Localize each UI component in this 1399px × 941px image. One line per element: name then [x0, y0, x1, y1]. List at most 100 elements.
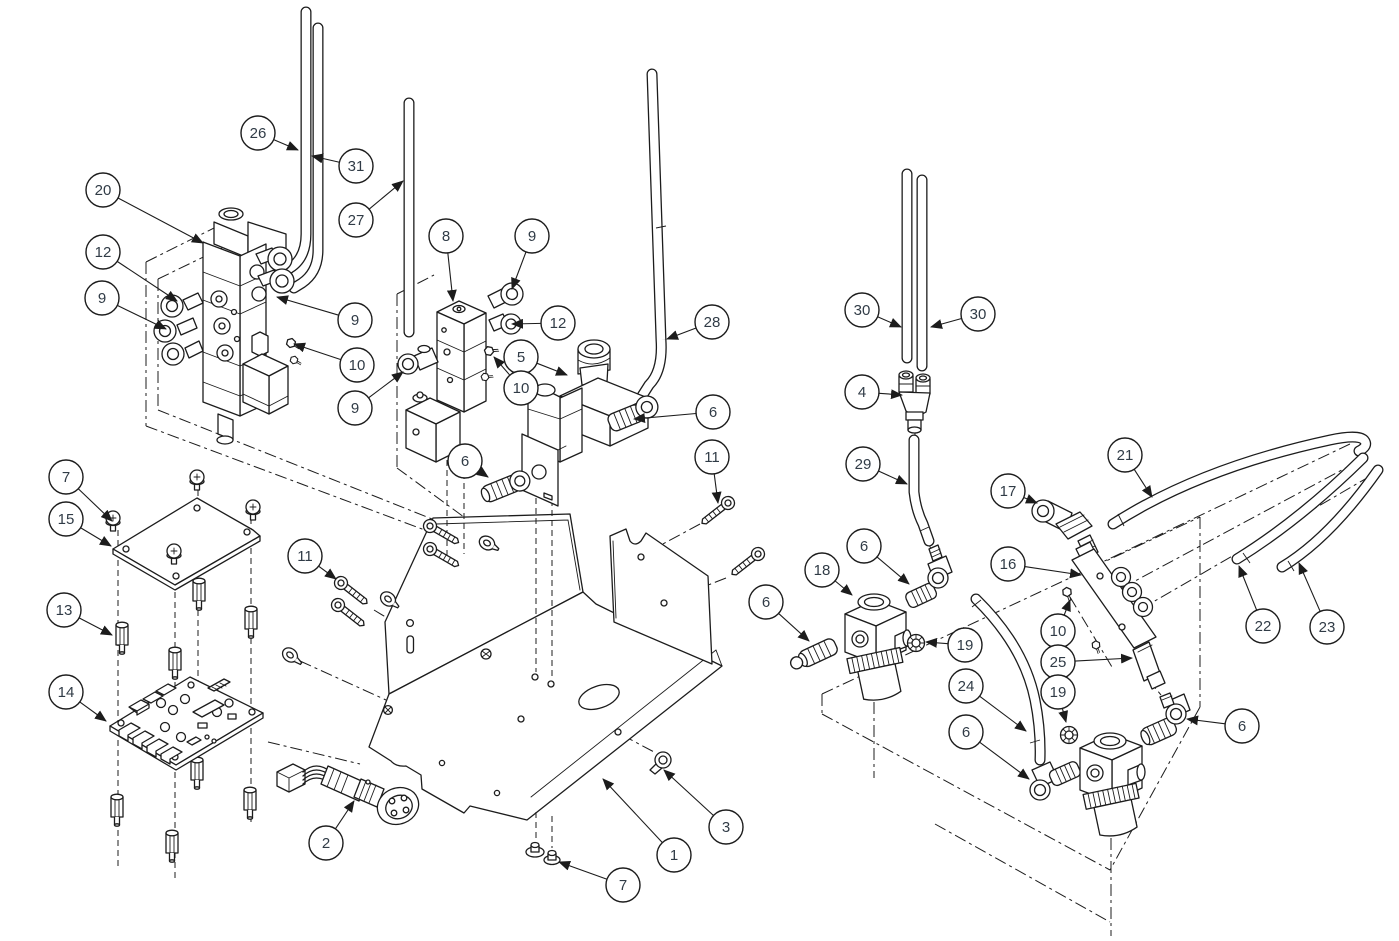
balloon-circle — [990, 546, 1026, 582]
callout-7-23: 7 — [48, 459, 113, 522]
balloon-number: 20 — [95, 182, 112, 199]
balloon-circle — [656, 837, 692, 873]
balloon-circle — [308, 825, 344, 861]
balloon-number: 26 — [250, 125, 267, 142]
balloon-circle — [428, 218, 464, 254]
manifold-16 — [1060, 541, 1166, 690]
tube-28 — [636, 68, 667, 402]
balloon-circle — [846, 528, 882, 564]
balloon-number: 18 — [814, 562, 831, 579]
callout-19-35: 19 — [925, 627, 983, 663]
callout-6-20: 6 — [447, 443, 489, 479]
callout-11-27: 11 — [287, 538, 337, 580]
leader-line — [511, 251, 527, 290]
callout-29-22: 29 — [845, 446, 908, 485]
callout-31-1: 31 — [311, 148, 374, 184]
balloon-number: 24 — [958, 678, 975, 695]
leader-line — [1186, 715, 1226, 726]
balloon-number: 10 — [349, 357, 366, 374]
leader-line — [368, 180, 404, 210]
balloon-circle — [990, 473, 1026, 509]
screw-flathead-left — [281, 647, 303, 666]
balloon-circle — [844, 374, 880, 410]
leader-line — [979, 741, 1030, 780]
balloon-circle — [960, 296, 996, 332]
leader-line — [79, 701, 107, 722]
leader-line — [511, 318, 542, 329]
balloon-circle — [1107, 437, 1143, 473]
screw-10 — [1089, 639, 1105, 655]
balloon-number: 23 — [1319, 619, 1336, 636]
balloon-circle — [338, 202, 374, 238]
balloon-circle — [514, 218, 550, 254]
leader-line — [930, 318, 962, 329]
leader-line — [877, 316, 902, 328]
balloon-number: 17 — [1000, 483, 1017, 500]
pcb-14 — [109, 676, 264, 771]
balloon-circle — [85, 172, 121, 208]
callout-19-39: 19 — [1040, 674, 1076, 723]
leader-line — [311, 153, 340, 164]
solenoid-20 — [242, 331, 289, 415]
chassis-tray-1 — [368, 513, 723, 821]
callout-6-18: 6 — [633, 394, 731, 430]
balloon-circle — [46, 592, 82, 628]
tube-21 — [1107, 431, 1372, 530]
balloon-number: 4 — [858, 384, 866, 401]
balloon-circle — [948, 714, 984, 750]
balloon-circle — [605, 867, 641, 903]
balloon-number: 30 — [970, 306, 987, 323]
leader-line — [1074, 653, 1133, 664]
leader-line — [77, 488, 113, 522]
tube-24 — [970, 593, 1046, 766]
callout-9-8: 9 — [276, 295, 373, 338]
callout-30-14: 30 — [844, 292, 902, 328]
leader-line — [493, 356, 511, 376]
tube-29 — [908, 434, 935, 547]
nut-10 — [289, 354, 303, 367]
fittings-9-12-left — [153, 292, 204, 366]
balloon-circle — [1040, 674, 1076, 710]
balloon-number: 12 — [95, 244, 112, 261]
leader-line — [778, 613, 810, 642]
balloon-circle — [339, 347, 375, 383]
tubes — [275, 6, 1384, 766]
balloon-number: 5 — [517, 349, 525, 366]
fitting-9-right — [487, 282, 524, 309]
balloon-number: 22 — [1255, 618, 1272, 635]
balloon-number: 6 — [709, 404, 717, 421]
balloon-number: 11 — [704, 449, 720, 466]
balloon-circle — [694, 439, 730, 475]
balloon-circle — [447, 443, 483, 479]
balloon-number: 6 — [1238, 718, 1246, 735]
balloon-number: 28 — [704, 314, 721, 331]
fittings-9-right — [249, 246, 295, 302]
nut-10 — [285, 336, 302, 351]
leader-line — [878, 389, 903, 400]
leader-line — [476, 466, 489, 478]
balloon-number: 6 — [962, 724, 970, 741]
balloon-circle — [844, 292, 880, 328]
leader-line — [78, 617, 113, 636]
leader-line — [446, 252, 457, 302]
balloon-circle — [695, 394, 731, 430]
plug-19 — [1059, 725, 1079, 745]
callout-18-29: 18 — [804, 552, 853, 596]
top-fitting — [577, 339, 611, 386]
fitting-12-right — [488, 313, 522, 335]
balloon-circle — [1224, 708, 1260, 744]
balloon-number: 7 — [62, 469, 70, 486]
callout-4-17: 4 — [844, 374, 903, 410]
callout-15-25: 15 — [48, 501, 112, 547]
balloon-number: 19 — [957, 637, 974, 654]
balloon-number: 13 — [56, 602, 73, 619]
callout-6-26: 6 — [846, 528, 910, 585]
balloon-number: 6 — [461, 453, 469, 470]
balloon-circle — [48, 674, 84, 710]
callout-6-41: 6 — [1186, 708, 1260, 744]
balloon-number: 1 — [670, 847, 678, 864]
chassis-right-panel — [609, 528, 713, 665]
balloon-number: 21 — [1117, 447, 1134, 464]
callout-6-40: 6 — [948, 714, 1030, 780]
balloon-number: 9 — [98, 290, 106, 307]
